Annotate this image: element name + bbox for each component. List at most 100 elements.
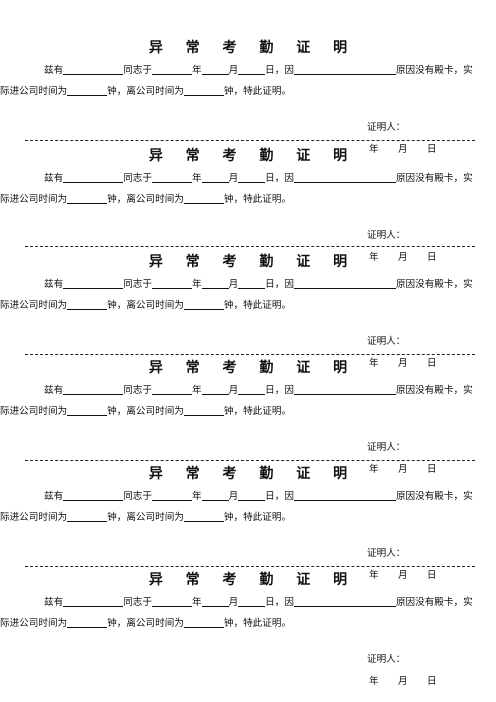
name-blank[interactable] [63, 490, 124, 501]
date-month: 月 [398, 570, 408, 581]
month-blank[interactable] [201, 172, 229, 183]
label-entry-time: 际进公司时间为 [0, 86, 68, 97]
form-line-1: 兹有同志于年月日，因原因没有殿卡，实 [25, 64, 475, 77]
date-day: 日 [427, 252, 437, 263]
date-month: 月 [398, 144, 408, 155]
leave-time-blank[interactable] [183, 617, 224, 628]
label-reason-tail: 原因没有殿卡，实 [395, 173, 473, 184]
day-blank[interactable] [238, 64, 266, 75]
entry-time-blank[interactable] [67, 299, 108, 310]
day-blank[interactable] [238, 490, 266, 501]
attendance-form: 异 常 考 勤 证 明 兹有同志于年月日，因原因没有殿卡，实 际进公司时间为钟，… [0, 466, 496, 581]
label-ziyou: 兹有 [44, 279, 64, 290]
name-blank[interactable] [63, 172, 124, 183]
year-blank[interactable] [151, 490, 192, 501]
entry-time-blank[interactable] [67, 617, 108, 628]
form-line-2: 际进公司时间为钟，离公司时间为钟，特此证明。 [0, 299, 450, 312]
name-blank[interactable] [63, 384, 124, 395]
reason-blank[interactable] [293, 172, 396, 183]
reason-blank[interactable] [293, 490, 396, 501]
month-blank[interactable] [201, 278, 229, 289]
day-blank[interactable] [238, 278, 266, 289]
date-year: 年 [369, 252, 379, 263]
dashed-separator [25, 460, 475, 461]
name-blank[interactable] [63, 596, 124, 607]
month-blank[interactable] [201, 490, 229, 501]
label-entry-time: 际进公司时间为 [0, 406, 68, 417]
form-line-1: 兹有同志于年月日，因原因没有殿卡，实 [25, 596, 475, 609]
day-blank[interactable] [238, 172, 266, 183]
label-month: 月 [228, 173, 239, 184]
label-month: 月 [228, 597, 239, 608]
label-tongzhi: 同志于 [123, 65, 152, 76]
date-day: 日 [427, 358, 437, 369]
form-line-2: 际进公司时间为钟，离公司时间为钟，特此证明。 [0, 405, 450, 418]
label-reason-tail: 原因没有殿卡，实 [395, 279, 473, 290]
label-ziyou: 兹有 [44, 597, 64, 608]
label-leave-time: 钟，离公司时间为 [107, 300, 184, 311]
date-month: 月 [398, 252, 408, 263]
date-year: 年 [369, 358, 379, 369]
label-reason-tail: 原因没有殿卡，实 [395, 491, 473, 502]
label-reason-tail: 原因没有殿卡，实 [395, 597, 473, 608]
label-day-reason: 日，因 [265, 173, 294, 184]
label-ziyou: 兹有 [44, 65, 64, 76]
leave-time-blank[interactable] [183, 193, 224, 204]
name-blank[interactable] [63, 64, 124, 75]
day-blank[interactable] [238, 384, 266, 395]
signer-label: 证明人： [367, 336, 406, 347]
attendance-form: 异 常 考 勤 证 明 兹有同志于年月日，因原因没有殿卡，实 际进公司时间为钟，… [0, 254, 496, 369]
year-blank[interactable] [151, 596, 192, 607]
signer-label: 证明人： [367, 442, 406, 453]
label-year: 年 [191, 173, 202, 184]
label-month: 月 [228, 385, 239, 396]
date-month: 月 [398, 676, 408, 687]
month-blank[interactable] [201, 384, 229, 395]
leave-time-blank[interactable] [183, 405, 224, 416]
label-closing: 钟，特此证明。 [223, 194, 292, 205]
label-entry-time: 际进公司时间为 [0, 512, 68, 523]
date-month: 月 [398, 464, 408, 475]
month-blank[interactable] [201, 64, 229, 75]
name-blank[interactable] [63, 278, 124, 289]
attendance-form: 异 常 考 勤 证 明 兹有同志于年月日，因原因没有殿卡，实 际进公司时间为钟，… [0, 572, 496, 687]
form-title: 异 常 考 勤 证 明 [148, 572, 357, 588]
reason-blank[interactable] [293, 384, 396, 395]
date-year: 年 [369, 464, 379, 475]
leave-time-blank[interactable] [183, 299, 224, 310]
month-blank[interactable] [201, 596, 229, 607]
leave-time-blank[interactable] [183, 511, 224, 522]
reason-blank[interactable] [293, 278, 396, 289]
year-blank[interactable] [151, 172, 192, 183]
label-leave-time: 钟，离公司时间为 [107, 194, 184, 205]
year-blank[interactable] [151, 384, 192, 395]
leave-time-blank[interactable] [183, 85, 224, 96]
entry-time-blank[interactable] [67, 85, 108, 96]
entry-time-blank[interactable] [67, 511, 108, 522]
entry-time-blank[interactable] [67, 405, 108, 416]
attendance-form: 异 常 考 勤 证 明 兹有同志于年月日，因原因没有殿卡，实 际进公司时间为钟，… [0, 148, 496, 263]
label-day-reason: 日，因 [265, 385, 294, 396]
year-blank[interactable] [151, 64, 192, 75]
dashed-separator [25, 140, 475, 141]
date-line: 年月日 [369, 570, 437, 582]
form-line-1: 兹有同志于年月日，因原因没有殿卡，实 [25, 172, 475, 185]
form-line-2: 际进公司时间为钟，离公司时间为钟，特此证明。 [0, 193, 450, 206]
label-closing: 钟，特此证明。 [223, 86, 292, 97]
reason-blank[interactable] [293, 596, 396, 607]
date-year: 年 [369, 570, 379, 581]
dashed-separator [25, 246, 475, 247]
entry-time-blank[interactable] [67, 193, 108, 204]
label-month: 月 [228, 279, 239, 290]
label-tongzhi: 同志于 [123, 173, 152, 184]
label-tongzhi: 同志于 [123, 279, 152, 290]
label-ziyou: 兹有 [44, 385, 64, 396]
day-blank[interactable] [238, 596, 266, 607]
date-day: 日 [427, 676, 437, 687]
date-line: 年月日 [369, 676, 437, 688]
year-blank[interactable] [151, 278, 192, 289]
label-leave-time: 钟，离公司时间为 [107, 406, 184, 417]
reason-blank[interactable] [293, 64, 396, 75]
date-day: 日 [427, 570, 437, 581]
